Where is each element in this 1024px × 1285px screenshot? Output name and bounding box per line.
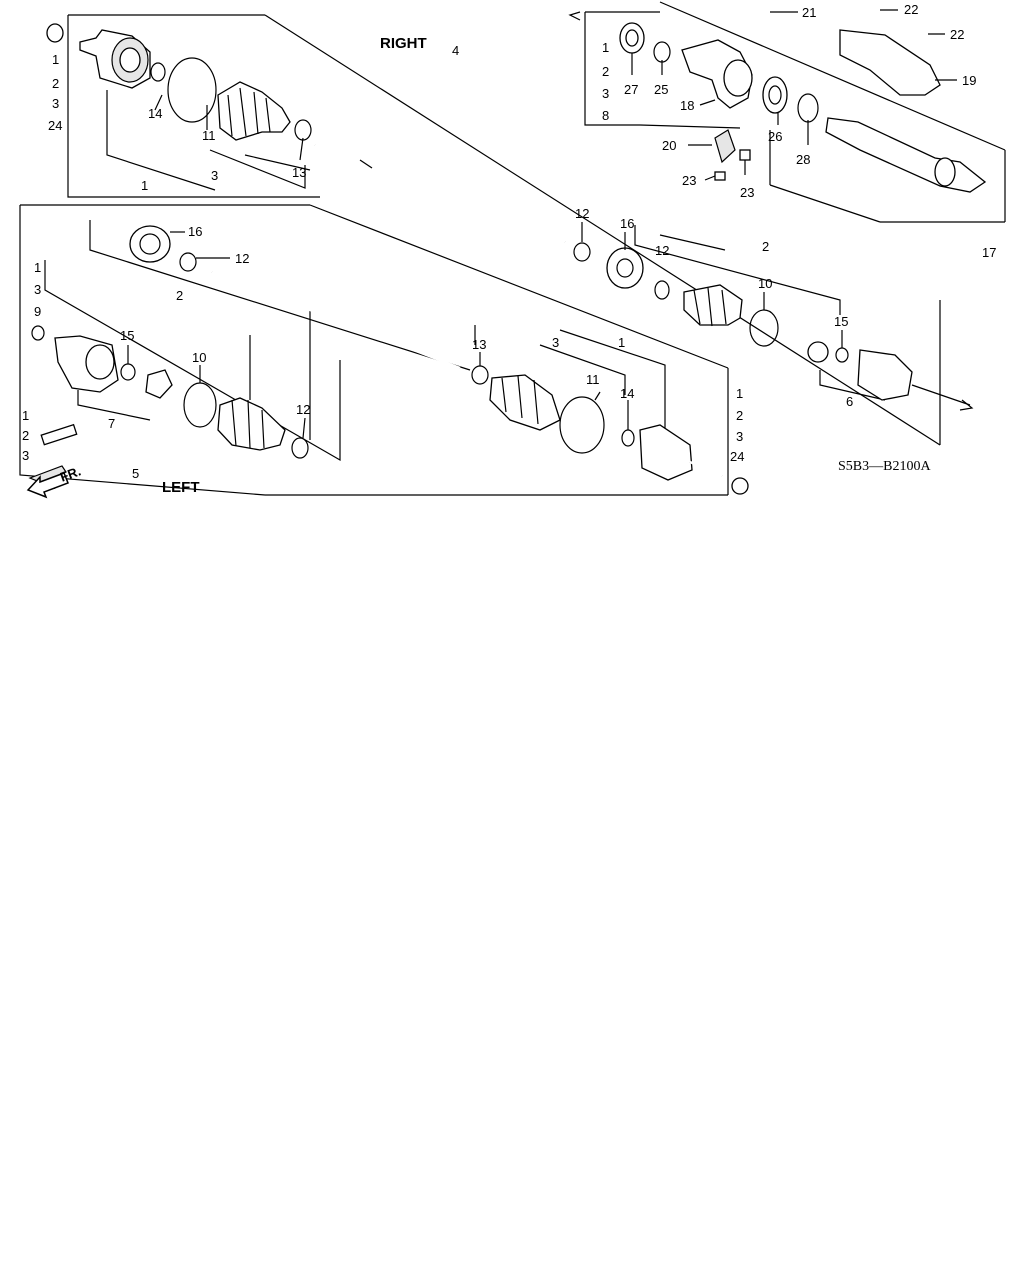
inset-parts xyxy=(619,22,987,193)
callout: 28 xyxy=(796,152,810,167)
callout: 26 xyxy=(768,129,782,144)
right-title: RIGHT xyxy=(380,35,427,52)
front-arrow-icon xyxy=(26,472,69,499)
callout: 21 xyxy=(802,5,816,20)
callout: 3 xyxy=(736,429,743,444)
callout: 22 xyxy=(904,2,918,17)
right-shaft xyxy=(314,143,566,244)
callout: 24 xyxy=(48,118,62,133)
leader-lines xyxy=(127,9,957,439)
callouts: 1 2 3 24 14 11 13 1 3 4 1 2 3 8 27 25 21… xyxy=(22,2,996,481)
callout: 2 xyxy=(176,288,183,303)
callout: 9 xyxy=(34,304,41,319)
callout: 12 xyxy=(655,243,669,258)
callout: 11 xyxy=(202,128,216,143)
callout: 22 xyxy=(950,27,964,42)
inset-frame xyxy=(584,1,1006,223)
callout: 12 xyxy=(235,251,249,266)
callout: 5 xyxy=(132,466,139,481)
callout: 15 xyxy=(120,328,134,343)
callout: 13 xyxy=(472,337,486,352)
callout: 1 xyxy=(52,52,59,67)
callout: 1 xyxy=(34,260,41,275)
callout: 10 xyxy=(758,276,772,291)
callout: 3 xyxy=(602,86,609,101)
left-title: LEFT xyxy=(162,479,200,496)
callout: 12 xyxy=(296,402,310,417)
callout: 3 xyxy=(211,168,218,183)
left-assembly-frame xyxy=(19,204,941,496)
callout: 13 xyxy=(292,165,306,180)
callout: 8 xyxy=(602,108,609,123)
left-upper-parts xyxy=(129,11,974,411)
drawing-code: S5B3—B2100A xyxy=(838,459,931,474)
callout: 2 xyxy=(602,64,609,79)
front-label: FR. xyxy=(58,463,83,484)
callout: 24 xyxy=(730,449,744,464)
callout: 2 xyxy=(52,76,59,91)
callout: 6 xyxy=(846,394,853,409)
callout: 2 xyxy=(736,408,743,423)
callout: 2 xyxy=(762,239,769,254)
callout: 25 xyxy=(654,82,668,97)
callout: 12 xyxy=(575,206,589,221)
callout: 2 xyxy=(22,428,29,443)
callout: 1 xyxy=(736,386,743,401)
callout: 23 xyxy=(682,173,696,188)
callout: 15 xyxy=(834,314,848,329)
right-outer-joint xyxy=(46,23,151,89)
callout: 17 xyxy=(982,245,996,260)
callout: 7 xyxy=(108,416,115,431)
callout: 3 xyxy=(52,96,59,111)
right-boot-outer xyxy=(217,81,291,141)
callout: 16 xyxy=(188,224,202,239)
callout: 23 xyxy=(740,185,754,200)
callout: 3 xyxy=(552,335,559,350)
callout: 1 xyxy=(618,335,625,350)
callout: 14 xyxy=(620,386,634,401)
callout: 11 xyxy=(586,372,600,387)
callout: 27 xyxy=(624,82,638,97)
callout: 19 xyxy=(962,73,976,88)
callout: 3 xyxy=(22,448,29,463)
callout: 10 xyxy=(192,350,206,365)
right-assembly-frame xyxy=(67,14,941,446)
callout: 20 xyxy=(662,138,676,153)
callout: 1 xyxy=(602,40,609,55)
callout: 1 xyxy=(22,408,29,423)
callout: 18 xyxy=(680,98,694,113)
group-brackets xyxy=(44,90,886,462)
callout: 1 xyxy=(141,178,148,193)
callout: 4 xyxy=(452,43,459,58)
callout: 14 xyxy=(148,106,162,121)
callout: 16 xyxy=(620,216,634,231)
callout: 3 xyxy=(34,282,41,297)
